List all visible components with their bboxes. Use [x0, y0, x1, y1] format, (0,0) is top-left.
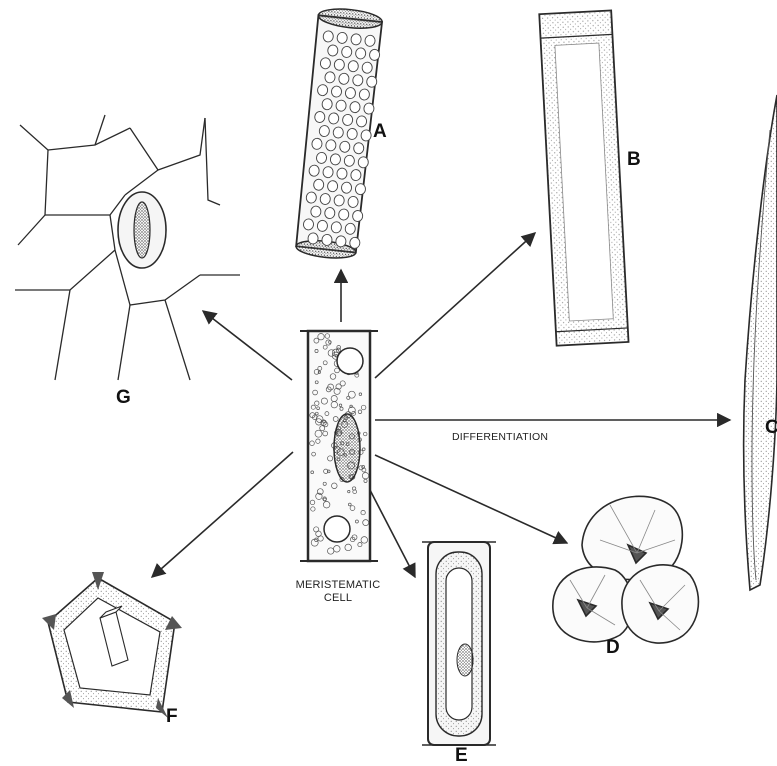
cell-c-drawing [744, 95, 777, 590]
label-e: E [455, 746, 468, 765]
arrow-to-g [203, 311, 292, 380]
stoma-pore [134, 202, 150, 258]
caption-line-1: MERISTEMATIC [283, 579, 393, 592]
label-b: B [627, 150, 641, 169]
label-c: C [765, 418, 777, 437]
meristematic-cell-caption: MERISTEMATIC CELL [283, 579, 393, 604]
differentiation-label: DIFFERENTIATION [452, 431, 548, 443]
meristematic-cell [300, 331, 378, 561]
label-d: D [606, 638, 620, 657]
arrow-to-f [152, 452, 293, 577]
cell-g-drawing [15, 115, 240, 380]
caption-line-2: CELL [283, 592, 393, 605]
nucleus [334, 414, 360, 482]
label-f: F [166, 707, 178, 726]
vacuole [324, 516, 350, 542]
arrow-to-b [375, 233, 535, 378]
cell-e-drawing [422, 542, 496, 745]
label-a: A [373, 122, 387, 141]
vacuole [337, 348, 363, 374]
cell-f-drawing [42, 572, 182, 718]
arrow-to-e [370, 490, 415, 577]
cell-b-drawing [539, 10, 628, 345]
label-g: G [116, 388, 131, 407]
cell-d-drawing [553, 496, 699, 643]
arrow-to-d [375, 455, 567, 543]
cell-a-drawing [293, 6, 384, 260]
